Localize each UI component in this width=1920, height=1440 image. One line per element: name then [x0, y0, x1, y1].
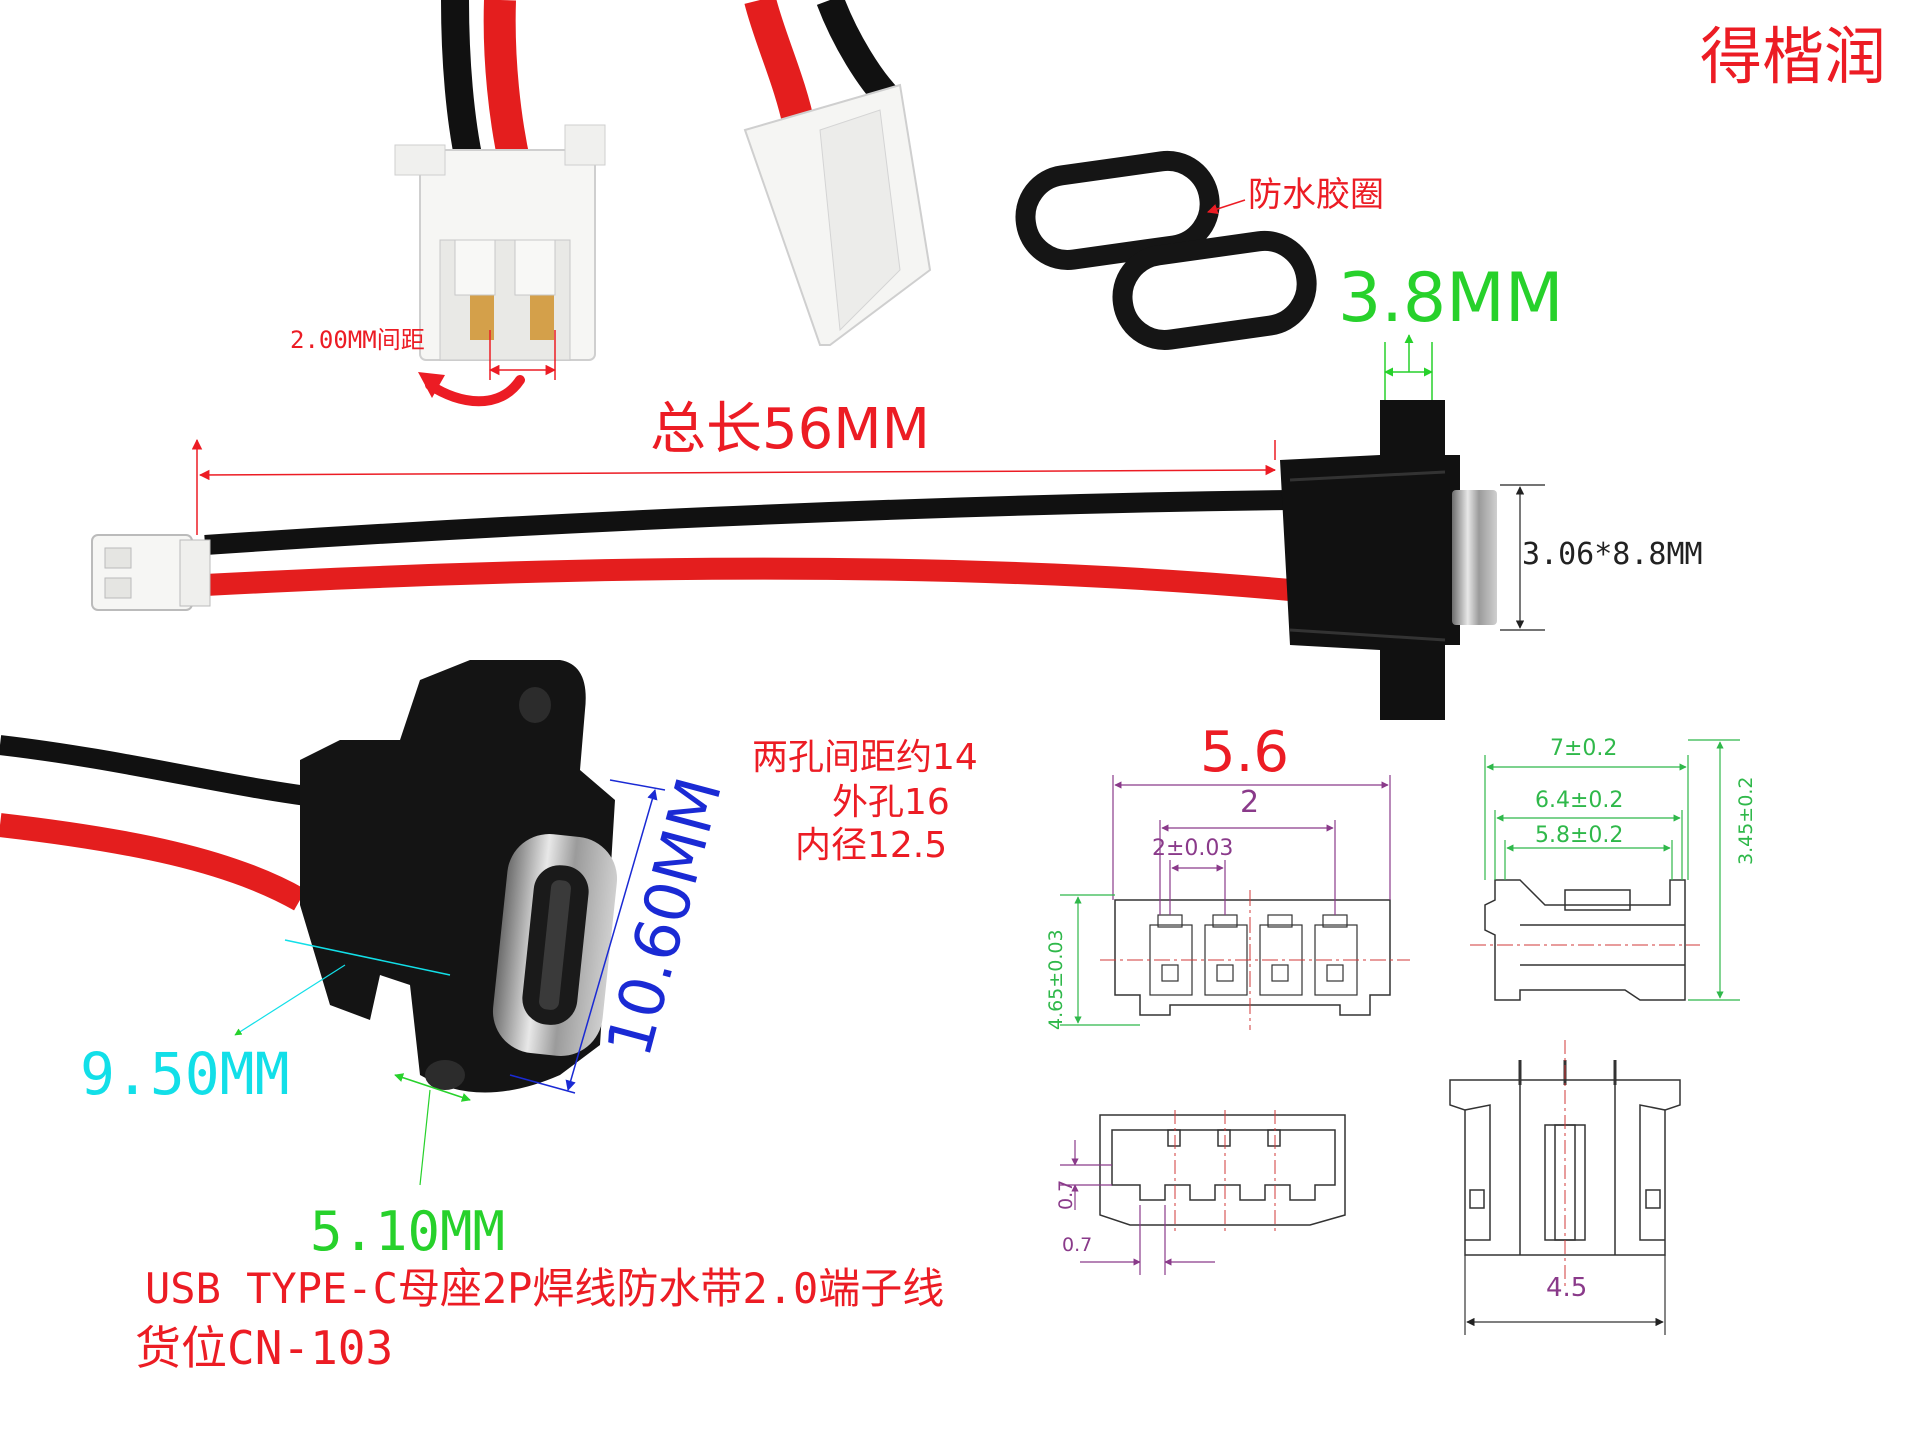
opening-label: 3.06*8.8MM	[1522, 537, 1703, 572]
housing-photo-left	[394, 0, 606, 361]
pin-pitch-label: 2±0.03	[1152, 836, 1234, 861]
drawing-rear-view	[1449, 1040, 1681, 1290]
thickness-dimension	[1384, 334, 1433, 400]
front-width-label: 5.6	[1200, 720, 1290, 785]
drawing-side-view	[1470, 879, 1700, 1001]
hole-spacing-label: 两孔间距约14	[752, 737, 978, 778]
bottom-step-1-label: 0.7	[1055, 1180, 1077, 1210]
housing-photo-right	[743, 0, 932, 346]
cable-assembly	[91, 400, 1497, 720]
flange-label: 5.10MM	[310, 1200, 506, 1263]
total-length-label: 总长56MM	[650, 397, 930, 462]
side-mid-label: 6.4±0.2	[1535, 788, 1624, 813]
brand-mark: 得楷润	[1700, 20, 1887, 93]
flange-dimension	[394, 1073, 471, 1186]
total-length-dimension	[191, 438, 1277, 535]
outer-hole-label: 外孔16	[832, 782, 950, 823]
inner-diameter-label: 内径12.5	[795, 825, 948, 866]
rear-width-label: 4.5	[1546, 1273, 1588, 1303]
drawing-front-view	[1100, 890, 1410, 1030]
body-height-label: 4.65±0.03	[1045, 929, 1067, 1030]
seal-ring-label: 防水胶圈	[1248, 175, 1384, 215]
pitch-label: 2.00MM间距	[290, 326, 425, 354]
drawing-bottom-dimensions	[1060, 1140, 1215, 1275]
opening-dimension	[1500, 484, 1545, 631]
connector-photo	[0, 660, 618, 1093]
side-height-label: 3.45±0.2	[1735, 777, 1757, 865]
width-dimension	[234, 939, 451, 1036]
seal-rings	[1015, 150, 1317, 350]
thickness-label: 3.8MM	[1338, 259, 1564, 338]
location-code: 货位CN-103	[135, 1321, 394, 1375]
width-label: 9.50MM	[80, 1040, 290, 1108]
side-inner-label: 5.8±0.2	[1535, 823, 1624, 848]
pitch-indicator	[418, 330, 557, 407]
drawing-rear-dimensions	[1464, 1255, 1666, 1335]
product-name: USB TYPE-C母座2P焊线防水带2.0端子线	[145, 1264, 945, 1313]
drawing-front-dimensions	[1060, 775, 1391, 1026]
side-total-label: 7±0.2	[1550, 736, 1618, 761]
bottom-step-2-label: 0.7	[1062, 1234, 1093, 1256]
drawing-bottom-view	[1099, 1110, 1346, 1235]
drawing-side-dimensions	[1484, 739, 1740, 1001]
pin-span-label: 2	[1240, 785, 1260, 820]
height-dimension	[509, 779, 666, 1094]
